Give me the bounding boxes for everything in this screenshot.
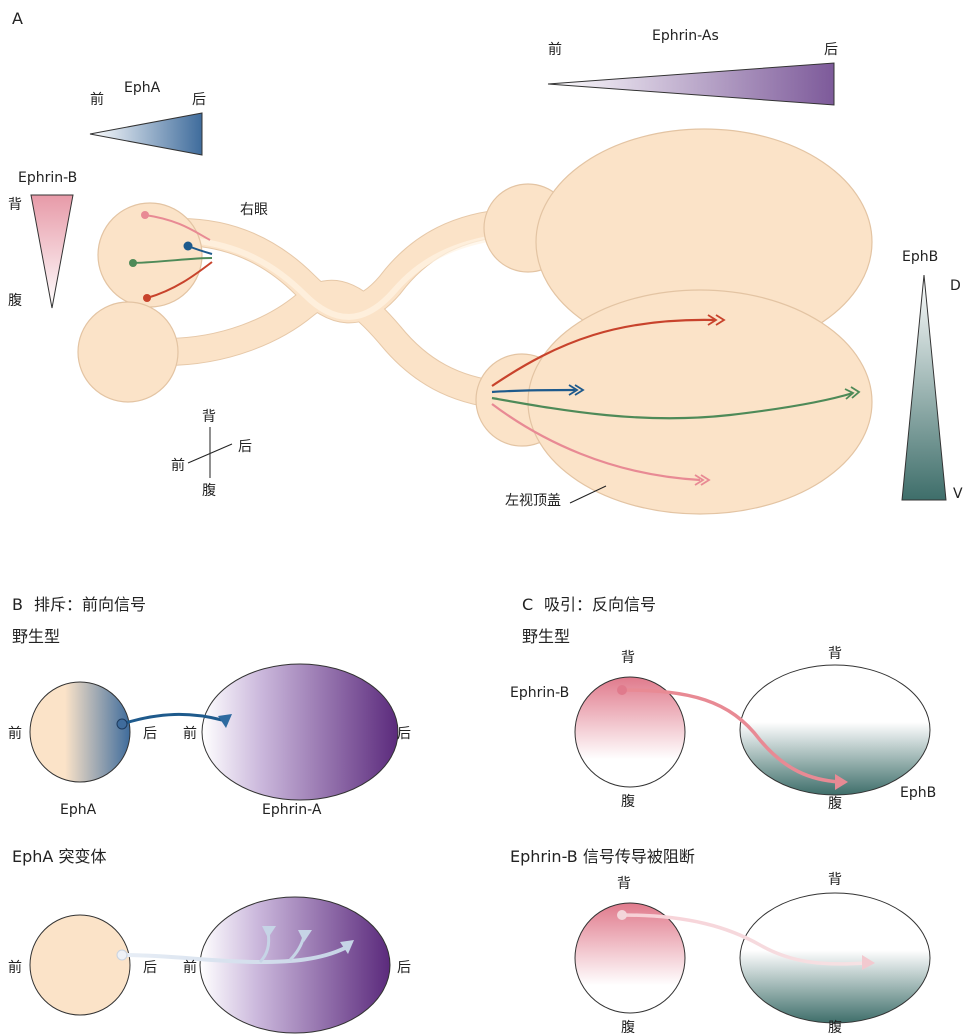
panel-c-wildtype: 野生型	[522, 627, 570, 646]
right-eye-label: 右眼	[240, 202, 268, 218]
c-bl-dorsal-right: 背	[828, 872, 842, 888]
b-mut-posterior-right: 后	[397, 960, 411, 976]
c-ephrin-b-label: Ephrin-B	[510, 685, 569, 701]
c-wt-ventral-right: 腹	[828, 795, 842, 812]
epha-title: EphA	[124, 80, 161, 96]
ephb-d: D	[950, 278, 961, 294]
retina-wildtype-b	[30, 682, 130, 782]
ephrin-b-gradient: Ephrin-B 背 腹	[8, 170, 77, 309]
epha-anterior: 前	[90, 91, 104, 108]
retina-blocked-c	[575, 903, 685, 1013]
b-mut-anterior-left: 前	[8, 959, 22, 976]
panel-a-letter: A	[12, 9, 23, 28]
cell-wildtype-b	[117, 719, 127, 729]
ephrin-b-ventral: 腹	[8, 292, 22, 309]
b-mut-posterior-left: 后	[143, 960, 157, 976]
ephrin-as-posterior: 后	[824, 42, 838, 58]
ephrin-b-triangle	[31, 195, 73, 308]
c-wt-dorsal-left: 背	[621, 650, 635, 666]
axis-ventral: 腹	[202, 482, 216, 499]
left-tectum-label: 左视顶盖	[505, 493, 561, 509]
panel-c-blocked: Ephrin-B 信号传导被阻断	[510, 847, 695, 866]
ephb-gradient: EphB D V	[902, 249, 963, 502]
c-wt-dorsal-right: 背	[828, 646, 842, 662]
epha-triangle	[90, 113, 202, 155]
c-bl-ventral-right: 腹	[828, 1019, 842, 1036]
tectum-mutant-b	[200, 897, 390, 1033]
panel-b-title: 排斥：前向信号	[34, 595, 146, 614]
c-ephb-label: EphB	[900, 785, 936, 801]
left-tectum-leader	[570, 486, 606, 503]
right-eye	[98, 203, 202, 307]
panel-b-mutant: EphA 突变体	[12, 847, 106, 866]
panel-c: C 吸引：反向信号 野生型 背 背 Ephrin-B 腹 腹 EphB Ephr…	[510, 595, 936, 1036]
cell-red	[143, 294, 151, 302]
left-eye	[78, 302, 178, 402]
b-epha-label: EphA	[60, 802, 97, 818]
retina-mutant-b	[30, 915, 130, 1015]
panel-c-letter: C	[522, 595, 533, 614]
b-wt-anterior-right: 前	[183, 725, 197, 742]
panel-b: B 排斥：前向信号 野生型 前 后 前 后 EphA Ephrin-A EphA…	[8, 595, 411, 1033]
cell-green	[129, 259, 137, 267]
c-bl-ventral-left: 腹	[621, 1019, 635, 1036]
b-wt-anterior-left: 前	[8, 725, 22, 742]
b-mut-anterior-right: 前	[183, 959, 197, 976]
ephrin-as-gradient: Ephrin-As 前 后	[548, 28, 838, 105]
axis-anterior: 前	[171, 457, 185, 474]
tectum-blocked-c	[740, 893, 930, 1023]
ephb-triangle	[902, 275, 946, 500]
orientation-axes: 背 腹 前 后	[171, 409, 252, 499]
cell-blue	[184, 242, 193, 251]
ephb-v: V	[953, 486, 963, 502]
ephb-title: EphB	[902, 249, 938, 265]
cell-blocked-c	[617, 910, 627, 920]
cell-pink	[141, 211, 149, 219]
panel-c-title: 吸引：反向信号	[544, 595, 656, 614]
tectum-wildtype-b	[202, 664, 398, 800]
ephrin-as-anterior: 前	[548, 41, 562, 58]
cell-mutant-b	[117, 950, 127, 960]
c-wt-ventral-left: 腹	[621, 793, 635, 810]
optic-pathway	[78, 129, 872, 514]
cell-wildtype-c	[617, 685, 627, 695]
ephrin-b-dorsal: 背	[8, 197, 22, 213]
c-bl-dorsal-left: 背	[617, 876, 631, 892]
ephrin-as-triangle	[548, 63, 834, 105]
ephrin-b-title: Ephrin-B	[18, 170, 77, 186]
panel-b-wildtype: 野生型	[12, 627, 60, 646]
panel-a: A EphA 前 后 Ephrin-As 前 后 Ephrin-B 背 腹 Ep…	[8, 9, 963, 514]
panel-b-letter: B	[12, 595, 23, 614]
b-wt-posterior-right: 后	[397, 726, 411, 742]
axis-dorsal: 背	[202, 409, 216, 425]
epha-posterior: 后	[192, 92, 206, 108]
epha-gradient: EphA 前 后	[90, 80, 206, 155]
b-ephrin-a-label: Ephrin-A	[262, 802, 322, 818]
b-wt-posterior-left: 后	[143, 726, 157, 742]
ephrin-as-title: Ephrin-As	[652, 28, 719, 44]
axis-posterior: 后	[238, 439, 252, 455]
